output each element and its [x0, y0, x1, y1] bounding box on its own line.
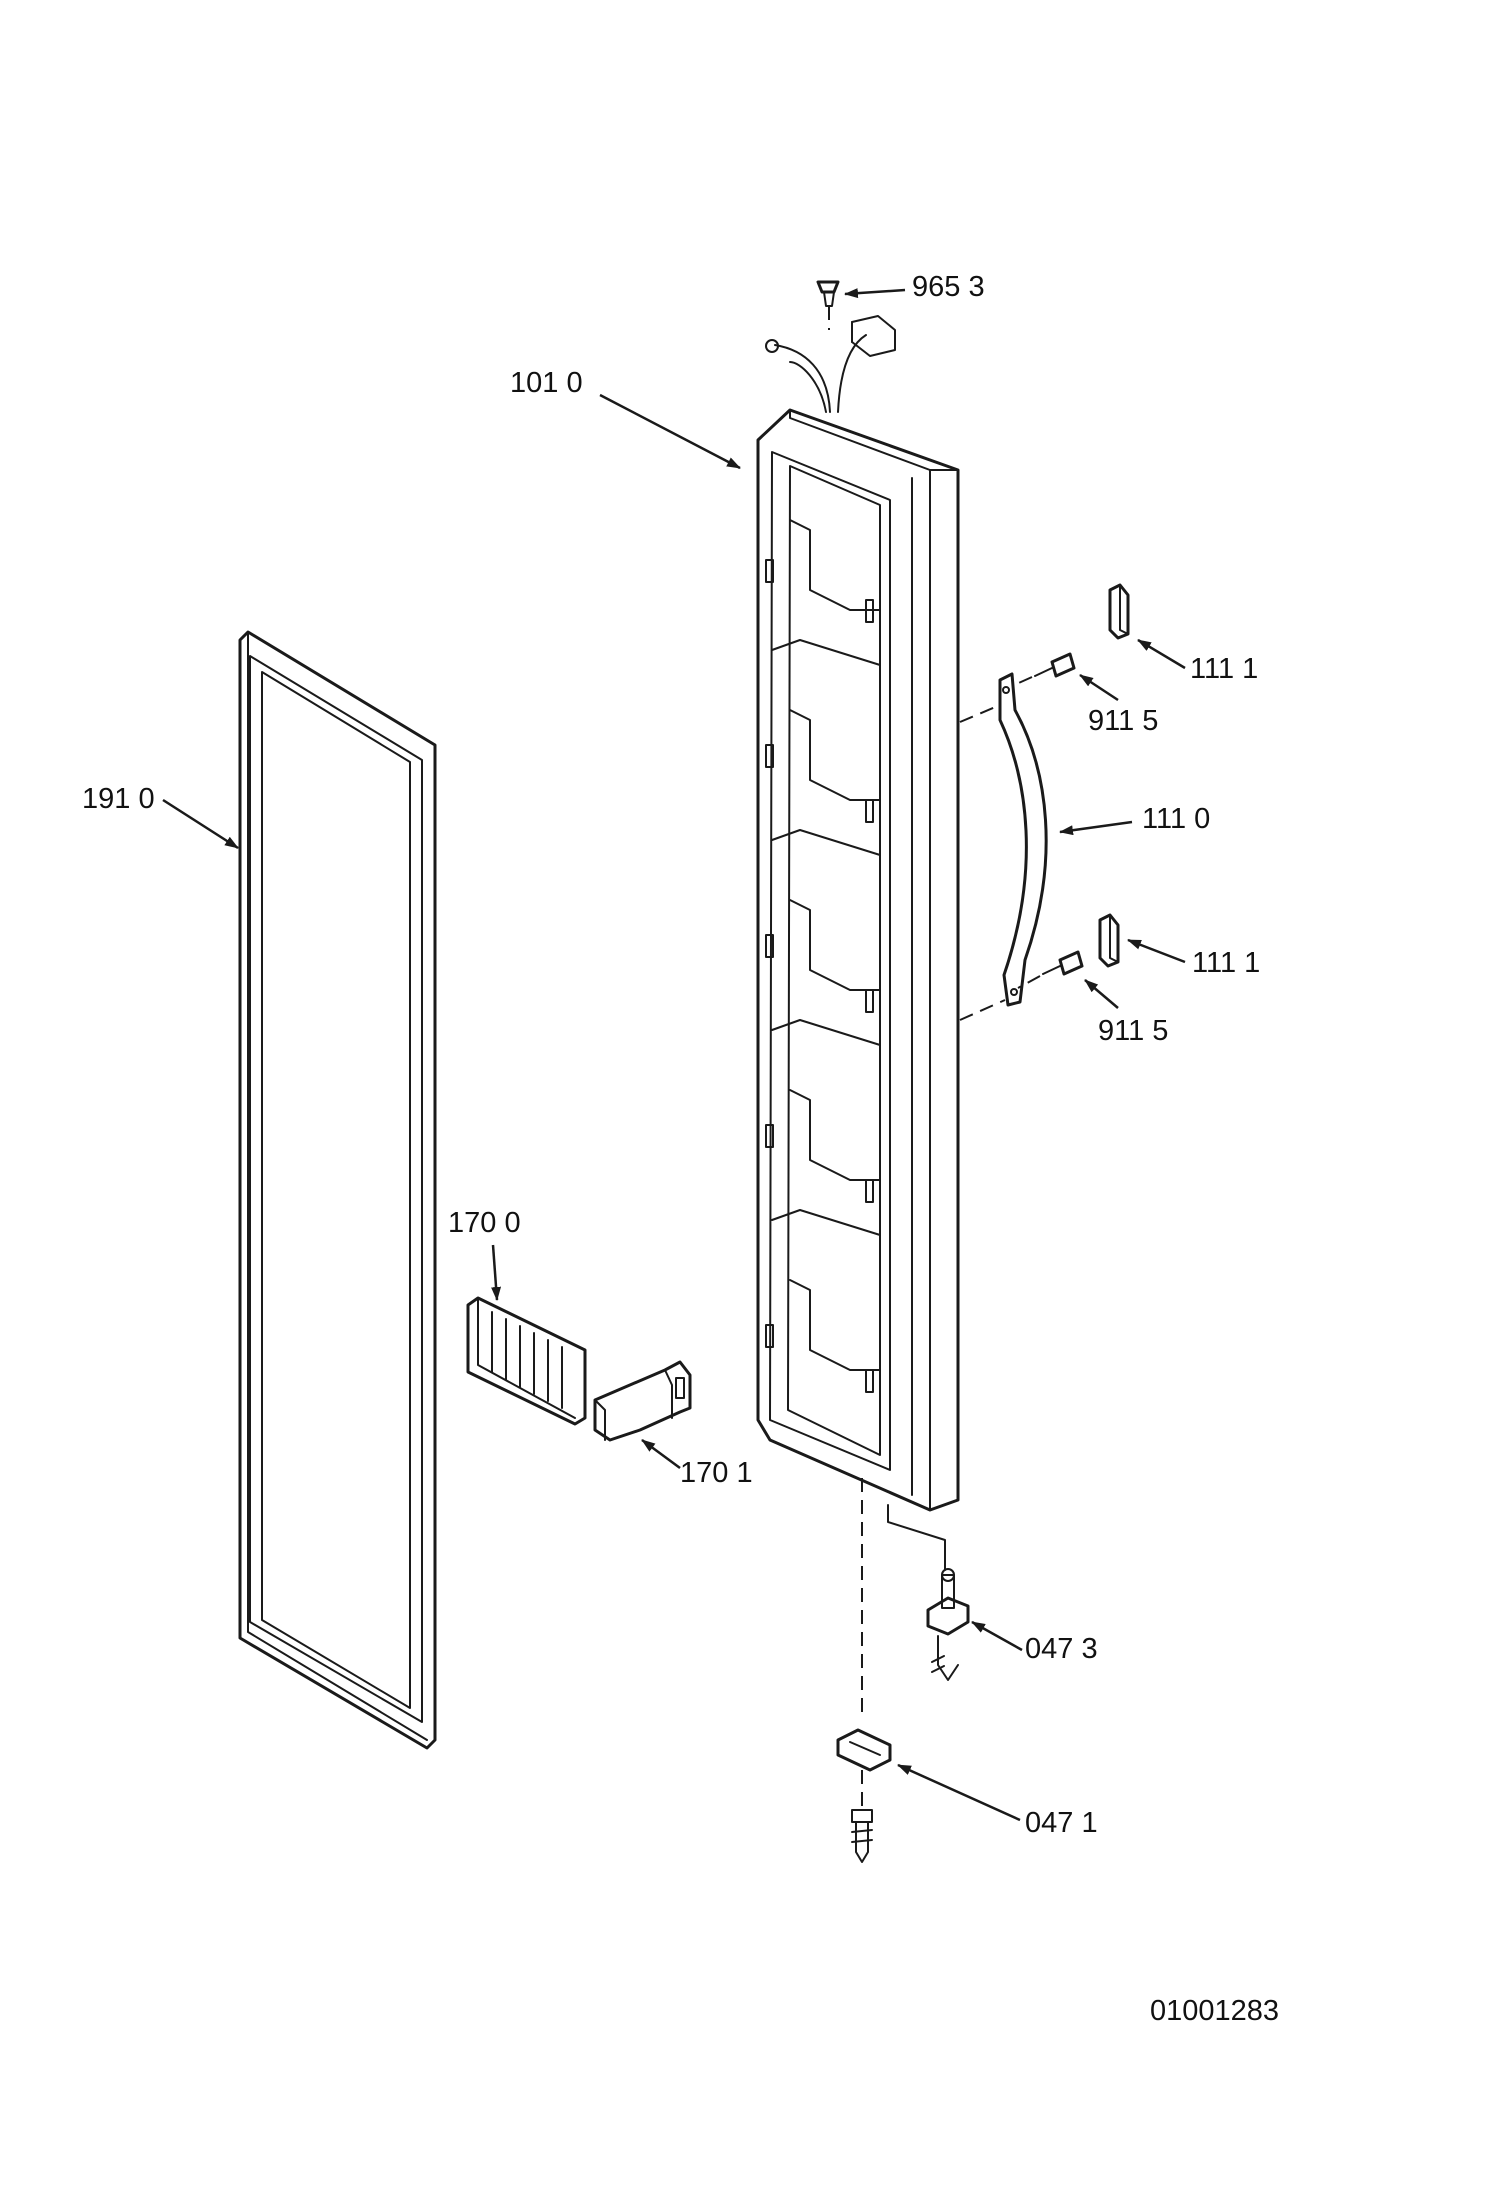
- shelf-cover: [593, 1360, 692, 1442]
- hinge-pin-cap: [816, 280, 840, 330]
- drawing-number: 01001283: [1150, 1995, 1279, 2027]
- lower-hinge-assembly: [887, 1504, 970, 1681]
- callout-handle-end-cap-top: 111 1: [1190, 653, 1258, 685]
- handle-screw-bottom: [1017, 950, 1084, 989]
- liner-shelf-bays: [765, 519, 881, 1393]
- callout-shelf-cover: 170 1: [680, 1457, 753, 1489]
- callout-handle-end-cap-bottom: 111 1: [1192, 947, 1260, 979]
- leader-lines: [162, 288, 1186, 1822]
- wiring-harness: [765, 315, 896, 413]
- handle-screw-top: [1011, 652, 1076, 687]
- callout-handle-screw-top: 911 5: [1088, 705, 1158, 737]
- callout-lower-hinge-assembly: 047 3: [1025, 1633, 1098, 1665]
- door-liner: [756, 315, 960, 1512]
- door-gasket: [238, 630, 437, 1750]
- handle-end-cap-bottom: [1098, 913, 1120, 968]
- callout-handle-screw-bottom: 911 5: [1098, 1015, 1168, 1047]
- door-handle: [959, 672, 1048, 1021]
- callout-door-handle: 111 0: [1142, 803, 1210, 835]
- callout-door-gasket: 191 0: [82, 783, 155, 815]
- callout-shelf-rack: 170 0: [448, 1207, 521, 1239]
- callout-hinge-pin-cap: 965 3: [912, 271, 985, 303]
- handle-end-cap-top: [1108, 583, 1130, 640]
- callout-hinge-bracket: 047 1: [1025, 1807, 1098, 1839]
- callout-door-liner: 101 0: [510, 367, 583, 399]
- callout-labels: 101 0 965 3 191 0 111 1 911 5 111 0 111 …: [82, 271, 1260, 1839]
- shelf-rack: [466, 1296, 587, 1426]
- hinge-bracket: [836, 1478, 892, 1863]
